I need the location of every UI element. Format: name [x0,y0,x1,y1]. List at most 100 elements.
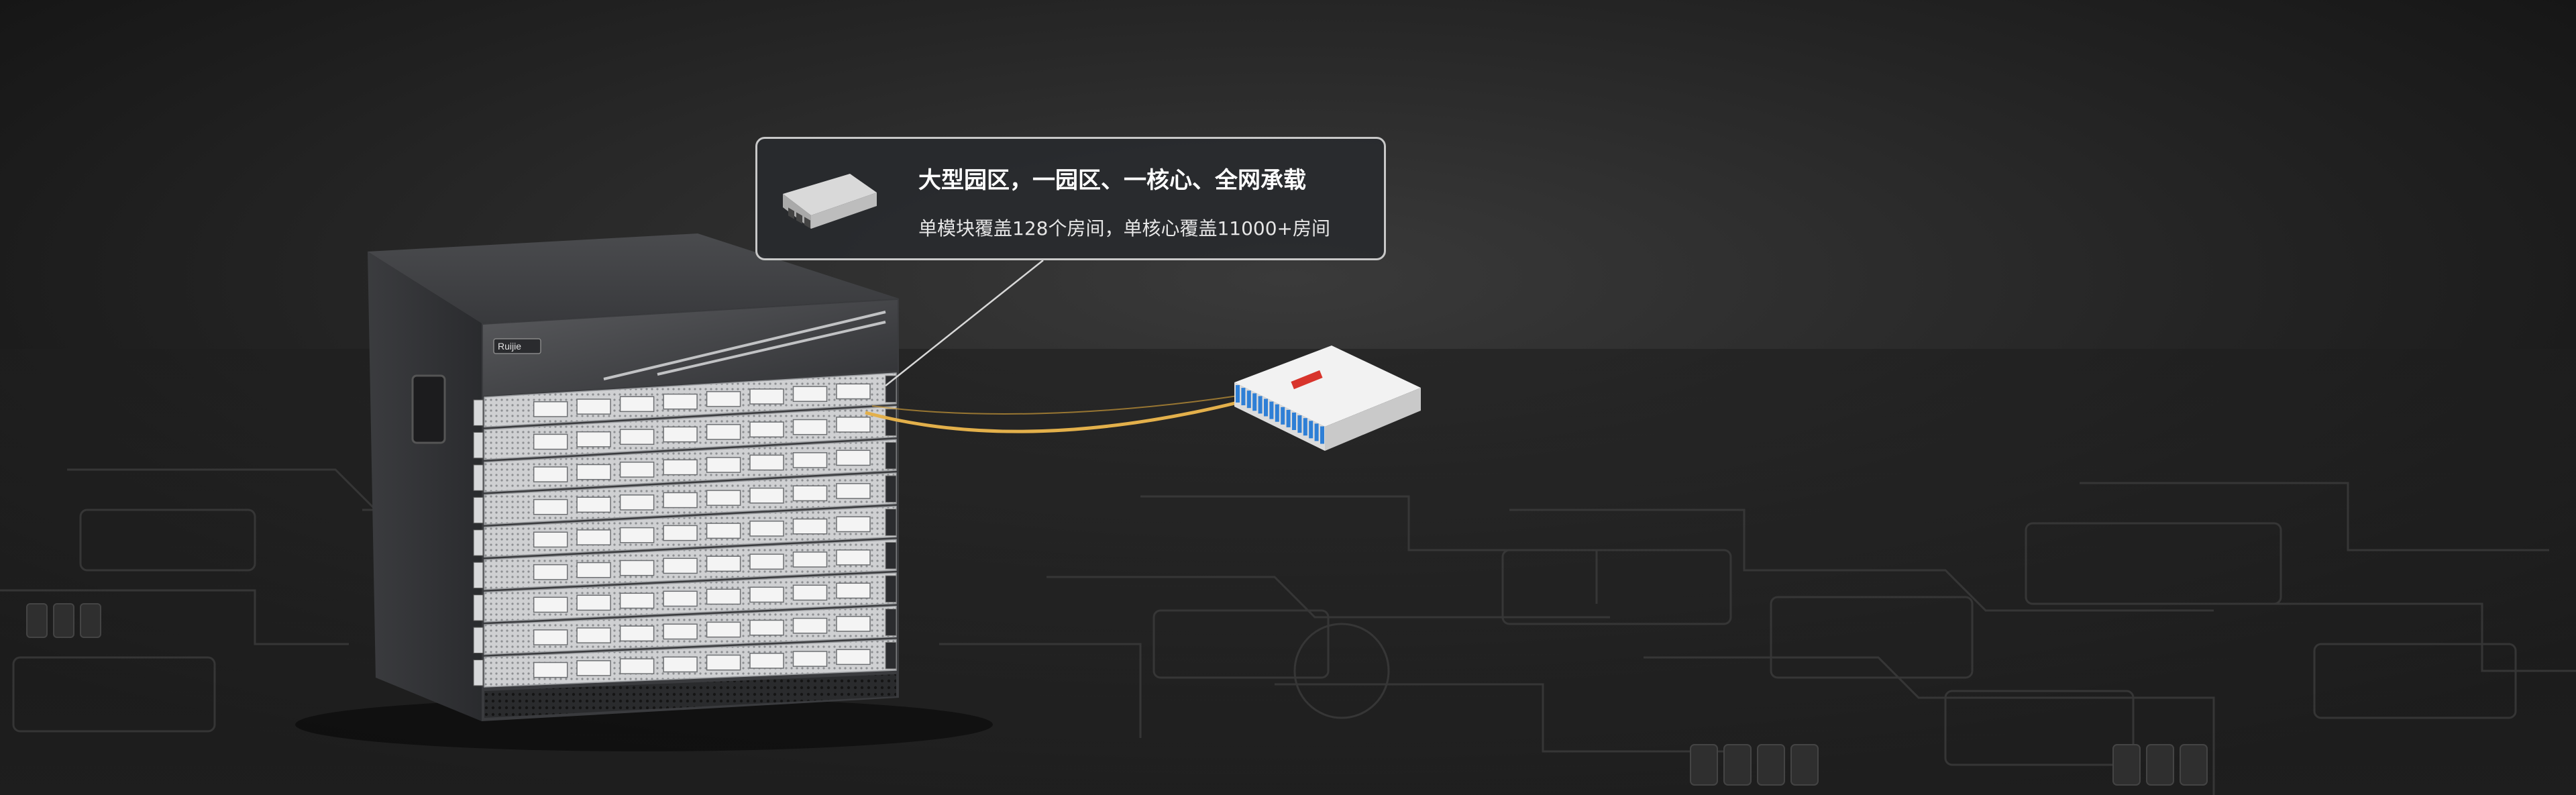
port-block [576,399,611,415]
port-block [576,562,611,578]
port-block [663,393,698,410]
port-block [619,396,655,413]
side-handle [411,374,446,444]
line-card-stack [473,372,897,688]
port-block [619,494,655,511]
card-ejector-left [473,496,484,524]
splitter-ports [1236,385,1324,444]
splitter-port [1303,418,1307,436]
port-block [576,594,611,611]
port-block [663,492,698,509]
port-block [749,653,784,669]
port-block [706,555,741,572]
card-ejector-right [885,375,897,403]
port-block [792,551,828,568]
port-block [749,553,784,570]
port-block [792,485,828,502]
port-block [792,617,828,634]
port-block [619,527,655,543]
port-block [663,426,698,443]
card-ejector-left [473,431,484,459]
card-ejector-left [473,464,484,491]
port-block [749,521,784,537]
port-block [706,424,741,440]
optical-splitter-box [1234,346,1421,451]
port-block [663,656,698,673]
card-ejector-left [473,594,484,621]
circuit-floor-pattern [0,468,2576,795]
callout-title: 大型园区，一园区、一核心、全网承载 [918,167,1306,194]
port-block [533,401,568,417]
port-block [836,417,871,433]
card-ejector-right [885,441,897,470]
splitter-port [1264,399,1268,417]
fiber-cable-secondary [871,395,1238,415]
port-block [836,483,871,499]
port-block [533,629,568,645]
splitter-port [1236,385,1240,403]
port-block [792,386,828,403]
splitter-label [1291,370,1323,390]
splitter-port [1252,393,1257,411]
splitter-port [1297,415,1302,433]
port-block [619,462,655,478]
port-block [836,616,871,632]
port-block [533,433,568,450]
port-block [663,459,698,476]
fan-tray [483,300,898,396]
port-block [533,498,568,515]
splitter-port [1292,413,1296,430]
port-block [663,623,698,640]
port-block [706,457,741,473]
port-block [619,429,655,445]
port-block [792,518,828,535]
card-ejector-right [885,608,897,636]
info-callout: 大型园区，一园区、一核心、全网承载 单模块覆盖128个房间，单核心覆盖11000… [755,137,1386,260]
port-block [792,651,828,667]
port-block [792,452,828,468]
port-block [836,383,871,400]
splitter-port [1275,404,1279,422]
card-ejector-right [885,409,897,436]
card-ejector-left [473,399,484,426]
port-block [706,588,741,605]
card-ejector-left [473,529,484,556]
port-block [533,466,568,482]
port-block [836,649,871,666]
port-block [749,421,784,438]
splitter-port [1241,388,1246,406]
port-block [706,390,741,407]
card-ejector-right [885,541,897,570]
port-block [576,496,611,513]
port-block [706,621,741,638]
card-ejector-right [885,575,897,603]
splitter-port [1309,421,1313,439]
floor-chip-rows [26,603,2208,786]
splitter-port [1246,390,1251,409]
port-block [792,419,828,435]
port-block [836,449,871,466]
card-ejector-left [473,562,484,589]
port-block [576,464,611,480]
port-block [706,523,741,539]
port-block [533,596,568,613]
port-block [576,431,611,447]
port-block [749,586,784,603]
splitter-port [1269,401,1274,419]
card-ejector-right [885,641,897,670]
port-block [533,661,568,678]
port-block [706,490,741,506]
bottom-vent [484,674,896,718]
fiber-cable [865,401,1238,433]
splitter-port [1314,423,1319,441]
port-block [749,388,784,405]
card-ejector-left [473,659,484,686]
card-ejector-left [473,627,484,653]
port-block [533,531,568,548]
port-block [749,454,784,471]
splitter-port [1281,407,1285,425]
port-block [619,560,655,576]
port-block [836,516,871,533]
port-block [706,654,741,671]
port-block [576,627,611,643]
